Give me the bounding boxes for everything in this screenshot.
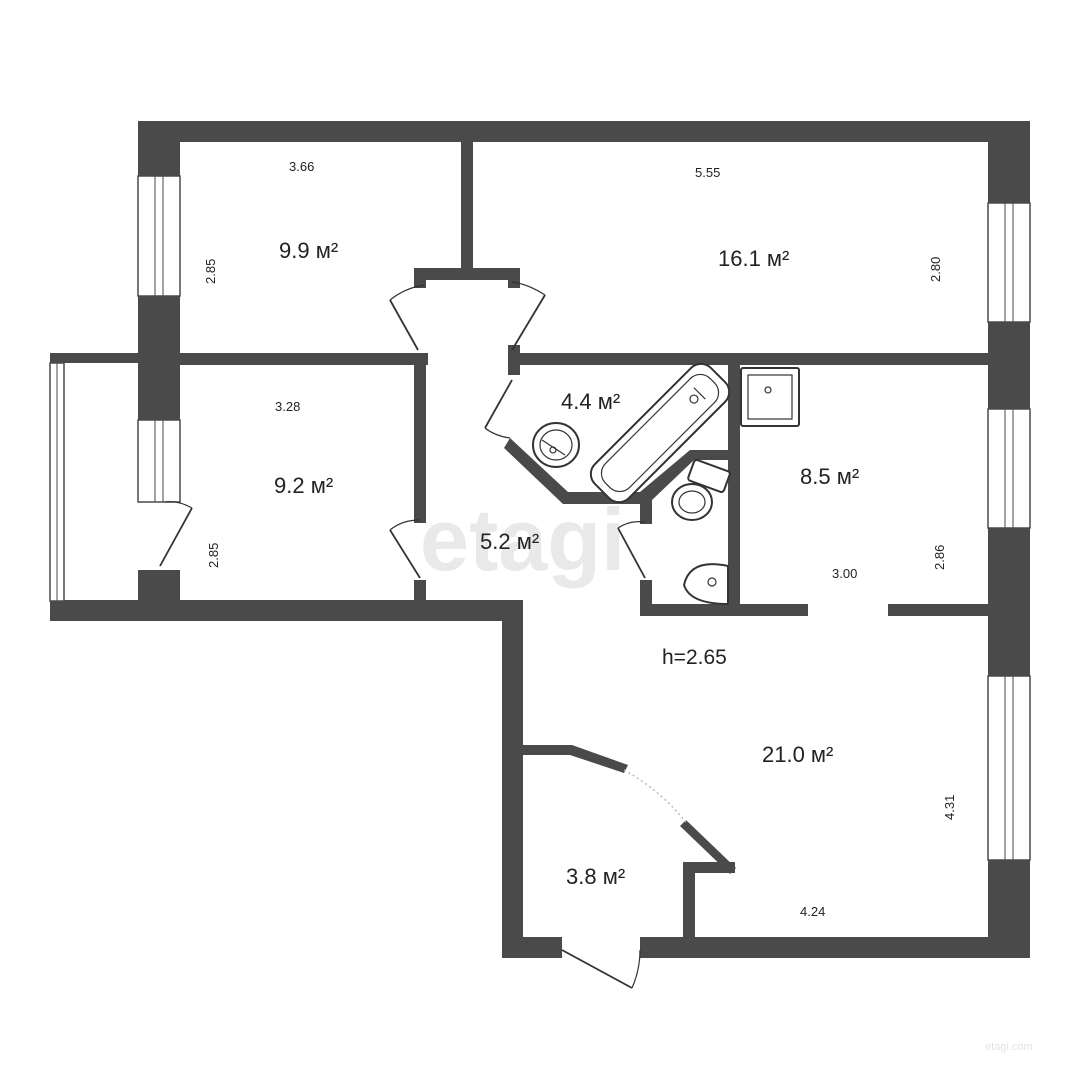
ceiling-height: h=2.65 [662, 646, 727, 669]
watermark-small: etagi.com [985, 1041, 1033, 1053]
window-kitchen [987, 408, 1031, 529]
watermark: etagi [420, 490, 625, 589]
area-hall: 5.2 м² [480, 529, 539, 554]
wall-lower-left-bottom [50, 600, 520, 621]
wall-storage-right [683, 862, 695, 952]
wall-between-top-rooms [461, 140, 473, 270]
wall-hall-niche-top [414, 268, 520, 280]
wall-right-b [988, 322, 1030, 409]
area-room-top-right: 16.1 м² [718, 246, 789, 271]
wall-step-vertical [502, 600, 523, 958]
dim-room-top-right-width: 5.55 [695, 165, 720, 180]
kitchen-stove [740, 367, 800, 427]
bathroom-sink [532, 422, 580, 468]
wall-room-left-right-a [414, 353, 426, 523]
wall-left-upper-a [138, 121, 180, 176]
window-room-top-right [987, 202, 1031, 323]
dim-room-left-depth: 2.85 [206, 543, 221, 568]
wall-hall-niche-right [508, 268, 520, 288]
doors [159, 281, 687, 989]
wall-toilet-bottom [640, 604, 808, 616]
wall-right-c [988, 528, 1030, 676]
window-living-room [987, 675, 1031, 861]
dim-room-top-left-width: 3.66 [289, 159, 314, 174]
area-labels: 9.9 м² 16.1 м² 9.2 м² 4.4 м² 5.2 м² 8.5 … [274, 238, 859, 889]
bathtub [589, 362, 731, 504]
dim-living-room-depth: 4.31 [942, 795, 957, 820]
dim-kitchen-width: 3.00 [832, 566, 857, 581]
wall-mid-right [510, 353, 1030, 365]
wall-toilet-top [640, 450, 740, 500]
area-room-top-left: 9.9 м² [279, 238, 338, 263]
wall-storage-top [523, 745, 628, 773]
wall-kitchen-bottom-right [888, 604, 1030, 616]
area-living-room: 21.0 м² [762, 742, 833, 767]
toilet-sink [682, 563, 729, 606]
dimension-labels: 3.66 2.85 5.55 2.80 3.28 2.85 3.00 2.86 … [203, 159, 957, 919]
area-kitchen: 8.5 м² [800, 464, 859, 489]
wall-left-lower [138, 570, 180, 605]
toilet [671, 459, 731, 521]
wall-mid-left [138, 353, 428, 365]
dim-room-top-left-depth: 2.85 [203, 259, 218, 284]
dim-kitchen-depth: 2.86 [932, 545, 947, 570]
wall-storage-ledge [683, 862, 735, 873]
dim-living-room-width: 4.24 [800, 904, 825, 919]
wall-bottom-right [640, 937, 1030, 958]
window-room-top-left [137, 175, 181, 297]
fixtures [532, 362, 800, 606]
wall-toilet-left-a [640, 492, 652, 524]
walls [50, 121, 1030, 958]
windows [49, 175, 1031, 861]
wall-toilet-left-b [640, 580, 652, 610]
window-room-left [137, 419, 181, 503]
wall-top [138, 121, 1030, 142]
wall-storage-diagonal [680, 820, 736, 874]
area-room-left: 9.2 м² [274, 473, 333, 498]
dim-room-top-right-depth: 2.80 [928, 257, 943, 282]
dim-room-left-width: 3.28 [275, 399, 300, 414]
area-storage: 3.8 м² [566, 864, 625, 889]
area-bathroom: 4.4 м² [561, 389, 620, 414]
wall-bath-stub [508, 345, 520, 375]
wall-room-left-right-b [414, 580, 426, 610]
wall-hall-niche-left [414, 268, 426, 288]
wall-right-a [988, 121, 1030, 203]
wall-kitchen-left [728, 365, 740, 610]
balcony-top [50, 353, 145, 363]
